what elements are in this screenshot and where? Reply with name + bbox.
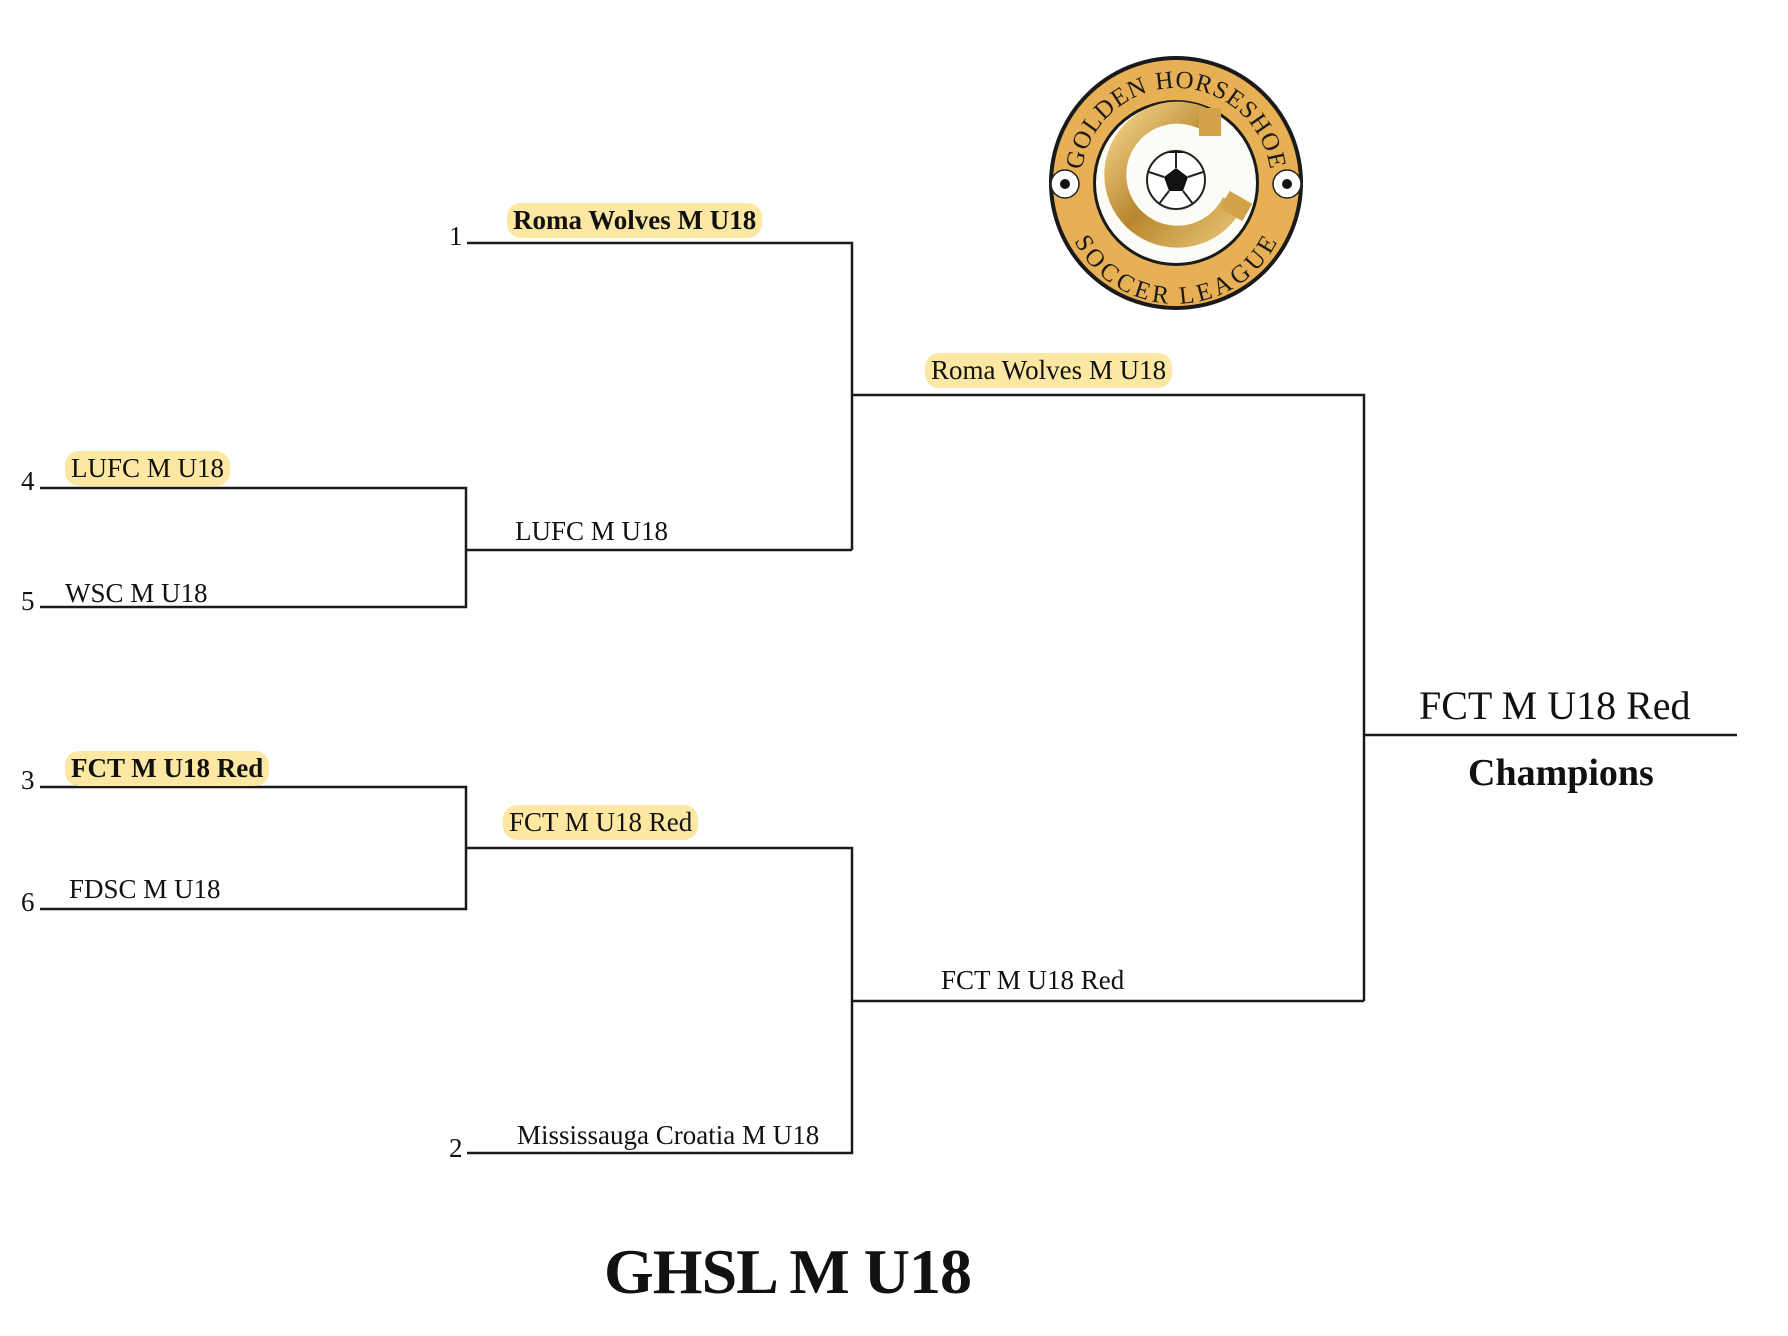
seed-number: 1	[449, 221, 463, 251]
page-title: GHSL M U18	[604, 1236, 972, 1307]
bracket-line-seed-1	[467, 241, 854, 550]
team-slot-seed-3[interactable]: FCT M U18 Red	[65, 751, 270, 786]
soccer-ball-icon	[1146, 150, 1206, 210]
bracket-line-seed-4	[40, 486, 468, 609]
team-slot-seed-6[interactable]: FDSC M U18	[69, 874, 221, 904]
champion-team: FCT M U18 Red	[1419, 683, 1691, 728]
seed-number: 2	[449, 1133, 463, 1163]
bracket-line-semi-top	[852, 393, 1366, 1001]
seed-number: 5	[21, 586, 35, 616]
team-slot-semi-bottom[interactable]: FCT M U18 Red	[941, 965, 1125, 995]
seed-number: 6	[21, 887, 35, 917]
bracket-line-r2-fct	[466, 846, 854, 1155]
soccer-ball-icon-left	[1050, 169, 1080, 199]
horseshoe-icon	[1104, 101, 1253, 248]
soccer-ball-icon-right	[1272, 169, 1302, 199]
team-slot-seed-4[interactable]: LUFC M U18	[65, 451, 231, 486]
champions-label: Champions	[1468, 752, 1654, 794]
team-slot-r2-bottom[interactable]: FCT M U18 Red	[503, 805, 699, 840]
team-slot-r2-top[interactable]: LUFC M U18	[515, 516, 669, 546]
seed-number: 3	[21, 765, 35, 795]
team-slot-seed-2[interactable]: Mississauga Croatia M U18	[517, 1120, 820, 1150]
seed-number: 4	[21, 466, 35, 496]
league-logo: GOLDEN HORSESHOE SOCCER LEAGUE	[1049, 56, 1303, 310]
team-slot-semi-top[interactable]: Roma Wolves M U18	[925, 353, 1173, 388]
team-slot-seed-5[interactable]: WSC M U18	[65, 578, 208, 608]
team-slot-seed-1[interactable]: Roma Wolves M U18	[507, 203, 763, 238]
